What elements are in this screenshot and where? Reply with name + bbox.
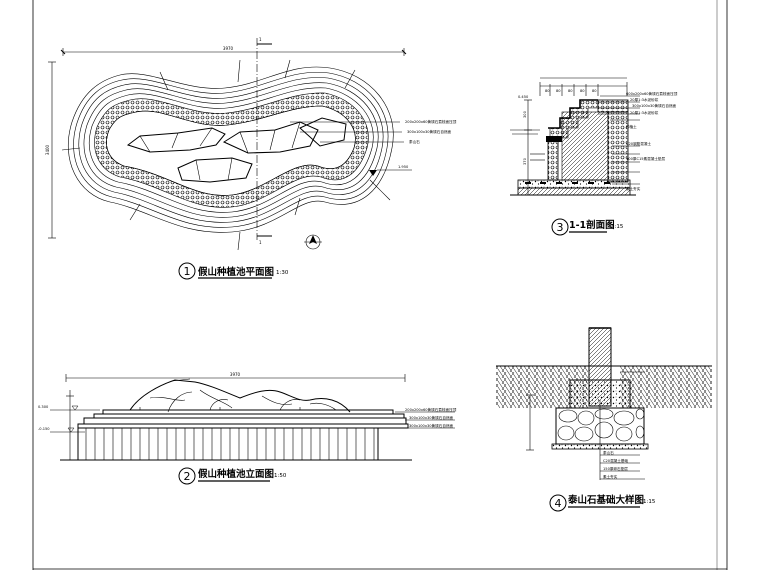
section-mark-top: 1 [259, 37, 262, 42]
section-note-7: 100厚C15素混凝土垫层 [626, 156, 666, 161]
drawing-title-3: 3 1-1剖面图 1:15 [551, 218, 624, 236]
foundation-note-2: C20混凝土基础 [603, 458, 628, 463]
drawing-title-1: 1 假山种植池平面图 1:30 [178, 262, 289, 280]
plan-dimensions: 3970 3400 [45, 46, 407, 251]
section-dim-4: 80 [580, 89, 585, 93]
elevation-plank-wall [77, 427, 379, 461]
section-note-3: 300x100x30黄锈石自然面 [632, 103, 677, 108]
north-arrow-icon [304, 234, 322, 250]
plan-note-2: 300x100x30黄锈石自然面 [407, 129, 452, 134]
svg-text:1: 1 [184, 265, 191, 278]
plan-section-line: 1 1 [256, 37, 272, 245]
drawing-title-3-scale: 1:15 [611, 224, 624, 230]
plan-overall-width: 3970 [223, 46, 234, 51]
section-left-dims: 0.450 300 370 [510, 95, 540, 196]
elevation-overall-width: 3970 [230, 372, 241, 377]
foundation-notes: 泰山石 C20混凝土基础 150厚碎石垫层 素土夯实 [599, 400, 645, 480]
section-top-dims: 80 80 80 80 80 [539, 77, 628, 96]
drawing-title-3-text: 1-1剖面图 [569, 219, 615, 231]
elevation-view: 3970 0.300 -0.150 [38, 372, 457, 461]
drawing-title-4: 4 泰山石基础大样图 1:15 [549, 494, 656, 512]
elevation-notes: 200x200x60黄锈石荔枝面压顶 300x100x30黄锈石自然面 300x… [395, 407, 457, 429]
section-mark-bottom: 1 [259, 240, 262, 245]
elevation-levels: 0.300 -0.150 [38, 390, 100, 460]
section-dim-3: 80 [568, 89, 573, 93]
plan-planting-band [94, 92, 369, 208]
elevation-level-left: 0.300 [38, 405, 49, 409]
svg-text:4: 4 [555, 497, 562, 510]
elevation-coping [77, 407, 409, 429]
drawing-title-1-text: 假山种植池平面图 [198, 266, 274, 278]
plan-note-3: 泰山石 [409, 139, 420, 144]
elevation-note-3: 300x100x30黄锈石自然面 [409, 423, 454, 428]
plan-view: 1 1 3970 3400 200x200x60黄锈石荔枝面压顶 300x100… [45, 37, 457, 251]
section-note-1: 600x200x60黄锈石荔枝面压顶 [626, 91, 678, 96]
section-dim-1: 80 [545, 89, 550, 93]
section-level-3: 370 [523, 157, 527, 165]
drawing-title-2: 2 假山种植池立面图 1:50 [178, 467, 287, 485]
plan-level: 1.950 [398, 165, 409, 169]
section-dim-5: 80 [592, 89, 597, 93]
section-level-2: 300 [523, 110, 527, 118]
section-notes: 600x200x60黄锈石荔枝面压顶 20厚1:3水泥砂浆 300x100x30… [598, 91, 678, 191]
foundation-note-4: 素土夯实 [603, 474, 618, 479]
drawing-title-2-text: 假山种植池立面图 [198, 468, 274, 480]
section-dim-2: 80 [556, 89, 561, 93]
plan-overall-height: 3400 [45, 144, 50, 155]
foundation-ground-right [620, 366, 712, 408]
foundation-note-1: 泰山石 [603, 450, 614, 455]
section-view: 80 80 80 80 80 0.450 300 370 [510, 77, 678, 196]
plan-notes: 200x200x60黄锈石荔枝面压顶 300x100x30黄锈石自然面 泰山石 … [290, 119, 457, 176]
svg-text:3: 3 [557, 221, 564, 234]
drawing-title-4-text: 泰山石基础大样图 [567, 494, 644, 506]
drawing-title-4-scale: 1:15 [643, 499, 656, 505]
elevation-level-mid: -0.150 [38, 427, 50, 431]
foundation-note-3: 150厚碎石垫层 [603, 466, 628, 471]
elevation-note-1: 200x200x60黄锈石荔枝面压顶 [405, 407, 457, 412]
section-stone-wall [546, 99, 629, 183]
section-level-1: 0.450 [518, 95, 529, 99]
plan-note-1: 200x200x60黄锈石荔枝面压顶 [405, 119, 457, 124]
plan-ring-lines [68, 66, 394, 233]
elevation-note-2: 300x100x30黄锈石自然面 [409, 415, 454, 420]
sheet-frame [32, 0, 728, 570]
drawing-title-1-scale: 1:30 [276, 270, 289, 276]
foundation-view: 泰山石 C20混凝土基础 150厚碎石垫层 素土夯实 [496, 327, 712, 480]
section-note-2: 20厚1:3水泥砂浆 [630, 97, 659, 102]
drawing-title-2-scale: 1:50 [274, 473, 287, 479]
svg-text:2: 2 [184, 470, 191, 483]
elevation-rocks [129, 378, 351, 413]
section-note-4: 20厚1:3水泥砂浆 [630, 110, 659, 115]
section-note-8: 素土夯实 [626, 186, 641, 191]
section-note-6: C20钢筋混凝土 [626, 141, 651, 146]
section-note-5: 种植土 [626, 124, 637, 129]
